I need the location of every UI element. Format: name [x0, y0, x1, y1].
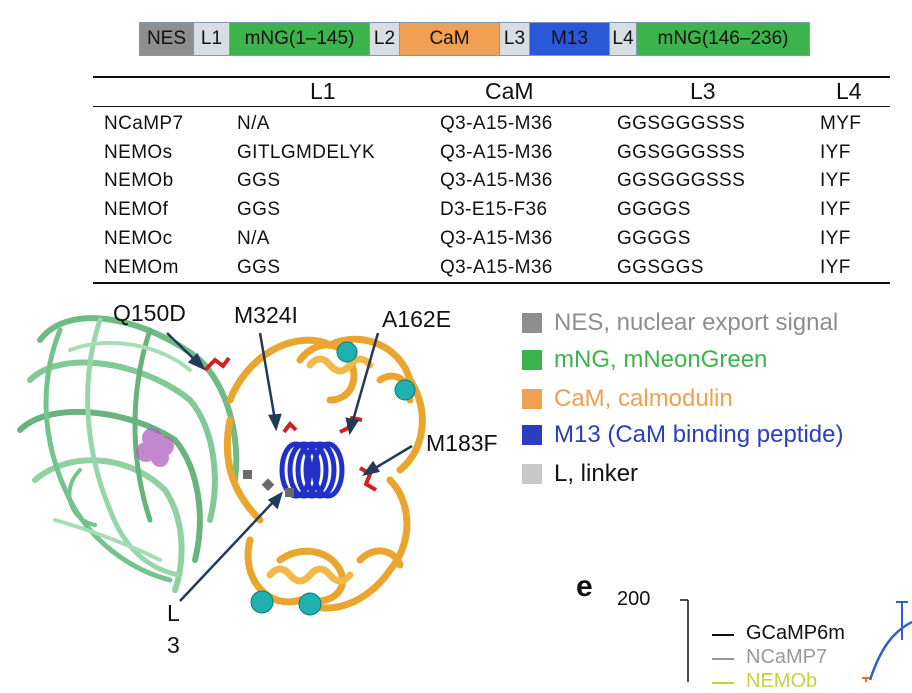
table-header-rule — [93, 106, 890, 107]
cell-l4: IYF — [820, 227, 851, 249]
table-top-rule — [93, 76, 890, 78]
cell-l4: IYF — [820, 256, 851, 278]
legend-item: L, linker — [522, 459, 638, 489]
panel-e-letter: e — [576, 570, 593, 603]
y-tick-200: 200 — [617, 588, 651, 610]
cell-cam: Q3-A15-M36 — [440, 170, 553, 192]
cell-l1: GGS — [237, 170, 281, 192]
cell-name: NEMOc — [104, 227, 173, 249]
panel-e-legend-label: GCaMP6m — [746, 622, 845, 644]
cell-cam: Q3-A15-M36 — [440, 141, 553, 163]
cell-cam: Q3-A15-M36 — [440, 256, 553, 278]
cell-l4: IYF — [820, 199, 851, 221]
construct-segment-mng-1-145-: mNG(1–145) — [230, 23, 370, 55]
panel-e-legend-label: NCaMP7 — [746, 646, 828, 668]
construct-segment-l4: L4 — [610, 23, 637, 55]
legend-swatch — [522, 464, 542, 484]
header-l3: L3 — [690, 78, 716, 104]
construct-segment-l2: L2 — [370, 23, 400, 55]
legend-swatch — [522, 389, 542, 409]
legend-item: CaM, calmodulin — [522, 384, 733, 414]
legend-label: mNG, mNeonGreen — [554, 346, 768, 373]
cell-l3: GGSGGGSSS — [617, 141, 746, 163]
table-row: NEMOm GGS Q3-A15-M36 GGSGGS IYF — [0, 257, 912, 286]
legend-swatch — [522, 313, 542, 333]
label-m324i: M324I — [234, 302, 298, 328]
legend-item: mNG, mNeonGreen — [522, 345, 767, 375]
label-m183f: M183F — [426, 430, 498, 456]
cell-l4: IYF — [820, 141, 851, 163]
annotation-arrows — [166, 332, 413, 602]
construct-segment-l3: L3 — [500, 23, 530, 55]
m13-helix — [279, 441, 345, 499]
cell-l4: IYF — [820, 170, 851, 192]
header-cam: CaM — [485, 78, 534, 104]
legend-label: L, linker — [554, 460, 639, 487]
panel-e-legend-line — [712, 634, 734, 636]
table-row: NEMOc N/A Q3-A15-M36 GGGGS IYF — [0, 228, 912, 257]
cell-name: NEMOf — [104, 199, 169, 221]
calcium-ions — [250, 341, 416, 616]
cell-l1: N/A — [237, 227, 270, 249]
label-l3-line2: 3 — [167, 632, 180, 658]
cell-l3: GGSGGGSSS — [617, 113, 746, 134]
construct-segment-l1: L1 — [194, 23, 230, 55]
construct-segment-cam: CaM — [400, 23, 500, 55]
label-q150d: Q150D — [113, 300, 186, 326]
table-row: NEMOf GGS D3-E15-F36 GGGGS IYF — [0, 199, 912, 228]
cell-l1: GITLGMDELYK — [237, 141, 376, 163]
legend-label: M13 (CaM binding peptide) — [554, 421, 844, 448]
panel-e-legend-line — [712, 658, 734, 660]
table-row: NCaMP7 N/A Q3-A15-M36 GGSGGGSSS MYF — [0, 113, 912, 142]
construct-segment-m13: M13 — [530, 23, 610, 55]
cell-l3: GGGGS — [617, 227, 691, 249]
legend-item: M13 (CaM binding peptide) — [522, 420, 844, 450]
cell-l3: GGSGGS — [617, 256, 704, 278]
header-l1: L1 — [310, 78, 336, 104]
cell-name: NEMOm — [104, 256, 179, 278]
legend-swatch — [522, 350, 542, 370]
table-bottom-rule — [93, 282, 890, 284]
cell-name: NEMOs — [104, 141, 173, 163]
cell-l1: N/A — [237, 113, 270, 134]
panel-e-axes — [680, 599, 912, 682]
label-l3-line1: L — [167, 600, 180, 626]
table-row: NEMOb GGS Q3-A15-M36 GGSGGGSSS IYF — [0, 170, 912, 199]
legend-item: NES, nuclear export signal — [522, 308, 838, 338]
cell-cam: D3-E15-F36 — [440, 199, 548, 221]
linker-l3-dots — [243, 470, 294, 497]
label-a162e: A162E — [382, 306, 452, 332]
cam-ribbon — [223, 335, 426, 612]
panel-e-legend-line — [712, 682, 734, 684]
cell-name: NCaMP7 — [104, 113, 184, 134]
cell-cam: Q3-A15-M36 — [440, 113, 553, 134]
construct-segment-nes: NES — [140, 23, 194, 55]
construct-segment-mng-146-236-: mNG(146–236) — [637, 23, 809, 55]
legend-swatch — [522, 425, 542, 445]
mng-barrel — [17, 315, 240, 593]
protein-structure — [17, 315, 426, 616]
table-row: NEMOs GITLGMDELYK Q3-A15-M36 GGSGGGSSS IYF — [0, 142, 912, 171]
cell-l3: GGGGS — [617, 199, 691, 221]
cell-l1: GGS — [237, 256, 281, 278]
legend-label: NES, nuclear export signal — [554, 309, 839, 336]
chromophore — [136, 428, 174, 467]
cell-l4: MYF — [820, 113, 862, 134]
cell-name: NEMOb — [104, 170, 174, 192]
legend-label: CaM, calmodulin — [554, 385, 733, 412]
header-l4: L4 — [836, 78, 862, 104]
cell-l3: GGSGGGSSS — [617, 170, 746, 192]
cell-l1: GGS — [237, 199, 281, 221]
cell-cam: Q3-A15-M36 — [440, 227, 553, 249]
